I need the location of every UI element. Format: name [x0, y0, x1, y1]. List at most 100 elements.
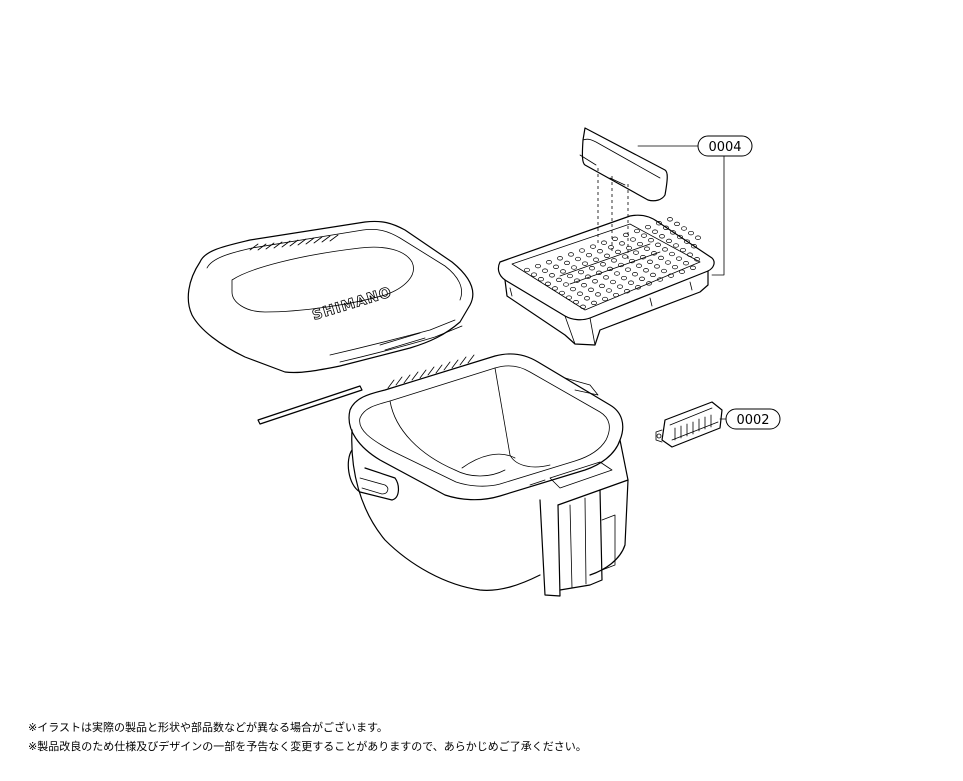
drain-hole: [524, 267, 530, 273]
drain-hole: [602, 296, 608, 302]
drain-hole: [545, 281, 551, 286]
drain-hole: [634, 228, 640, 234]
drain-hole: [619, 241, 625, 246]
drain-hole: [613, 292, 619, 298]
drain-hole: [668, 273, 674, 278]
drain-hole: [646, 281, 652, 286]
drain-hole: [591, 300, 597, 306]
drain-hole: [567, 273, 573, 279]
drain-hole: [578, 269, 584, 275]
drain-hole: [684, 239, 690, 244]
drain-hole: [648, 238, 654, 243]
strainer-tray: [497, 214, 715, 346]
drain-hole: [618, 262, 624, 268]
drain-hole: [624, 289, 630, 294]
disclaimer-note: ※製品改良のため仕様及びデザインの一部を予告なく変更することがありますので、あら…: [28, 740, 587, 753]
drain-hole: [667, 217, 673, 222]
drain-hole: [588, 287, 594, 292]
drain-holes: [524, 217, 701, 309]
drain-hole: [626, 245, 632, 251]
drain-hole: [600, 262, 606, 267]
drain-hole: [617, 284, 623, 289]
drain-hole: [673, 243, 679, 248]
drain-hole: [688, 230, 694, 236]
drain-hole: [592, 279, 598, 284]
drain-hole: [641, 233, 647, 238]
drain-hole: [622, 254, 628, 259]
drain-hole: [644, 246, 650, 251]
drain-hole: [595, 292, 601, 297]
drain-hole: [636, 263, 642, 268]
drain-hole: [596, 270, 602, 275]
drain-hole: [643, 268, 649, 273]
drain-hole: [665, 260, 671, 265]
drain-hole: [556, 277, 562, 283]
drain-hole: [570, 286, 576, 292]
drain-hole: [683, 261, 689, 266]
drain-hole: [663, 225, 669, 230]
drain-hole: [580, 304, 586, 309]
drain-hole: [577, 291, 583, 296]
drain-hole: [687, 252, 693, 257]
callout-0004: 0004: [697, 135, 753, 157]
drain-hole: [535, 263, 541, 269]
drain-hole: [650, 272, 656, 278]
drain-hole: [615, 249, 621, 255]
drain-hole: [674, 221, 680, 227]
drain-hole: [625, 267, 631, 272]
drain-hole: [630, 237, 636, 242]
drain-hole: [604, 253, 610, 258]
drain-hole: [651, 251, 657, 256]
drain-hole: [691, 244, 697, 249]
drain-hole: [573, 300, 579, 305]
drain-hole: [669, 251, 675, 257]
disclaimer-notes: ※イラストは実際の製品と形状や部品数などが異なる場合がございます。 ※製品改良の…: [28, 718, 587, 756]
drain-hole: [695, 235, 701, 240]
drain-hole: [599, 283, 605, 289]
drain-hole: [603, 275, 609, 280]
drain-hole: [672, 264, 678, 270]
drain-hole: [629, 258, 635, 264]
drain-hole: [538, 277, 544, 282]
drain-hole: [645, 224, 651, 230]
drain-hole: [581, 283, 587, 288]
drain-hole: [659, 234, 665, 239]
drain-hole: [658, 255, 664, 261]
drain-hole: [542, 268, 548, 273]
drain-hole: [610, 279, 616, 285]
drain-hole: [597, 249, 603, 254]
drain-hole: [676, 256, 682, 261]
drain-hole: [606, 288, 612, 293]
drain-hole: [632, 272, 638, 277]
drain-hole: [614, 271, 620, 276]
drain-hole: [589, 266, 595, 271]
lid: SHIMANO: [187, 220, 474, 374]
drain-hole: [623, 232, 629, 238]
callout-0002: 0002: [725, 408, 781, 430]
drain-hole: [637, 241, 643, 247]
drain-hole: [571, 265, 577, 270]
drain-hole: [584, 296, 590, 301]
drain-hole: [579, 248, 585, 253]
drain-hole: [593, 257, 599, 262]
drain-hole: [652, 229, 658, 234]
hinge-pin: [257, 385, 363, 425]
lid-logo-text: SHIMANO: [310, 284, 393, 323]
drain-hole: [628, 280, 634, 285]
drain-hole: [639, 276, 645, 281]
callout-leaders: [637, 145, 753, 420]
drain-hole: [681, 226, 687, 231]
drain-hole: [608, 245, 614, 250]
drain-hole: [621, 275, 627, 281]
drain-hole: [559, 290, 565, 296]
drain-hole: [607, 266, 613, 272]
drain-hole: [568, 252, 574, 257]
drain-hole: [655, 242, 661, 247]
drain-hole: [590, 244, 596, 249]
drain-hole: [661, 268, 667, 274]
drain-hole: [531, 272, 537, 277]
drain-hole: [670, 230, 676, 235]
callout-0002-text: 0002: [736, 413, 769, 428]
drain-hole: [654, 264, 660, 269]
